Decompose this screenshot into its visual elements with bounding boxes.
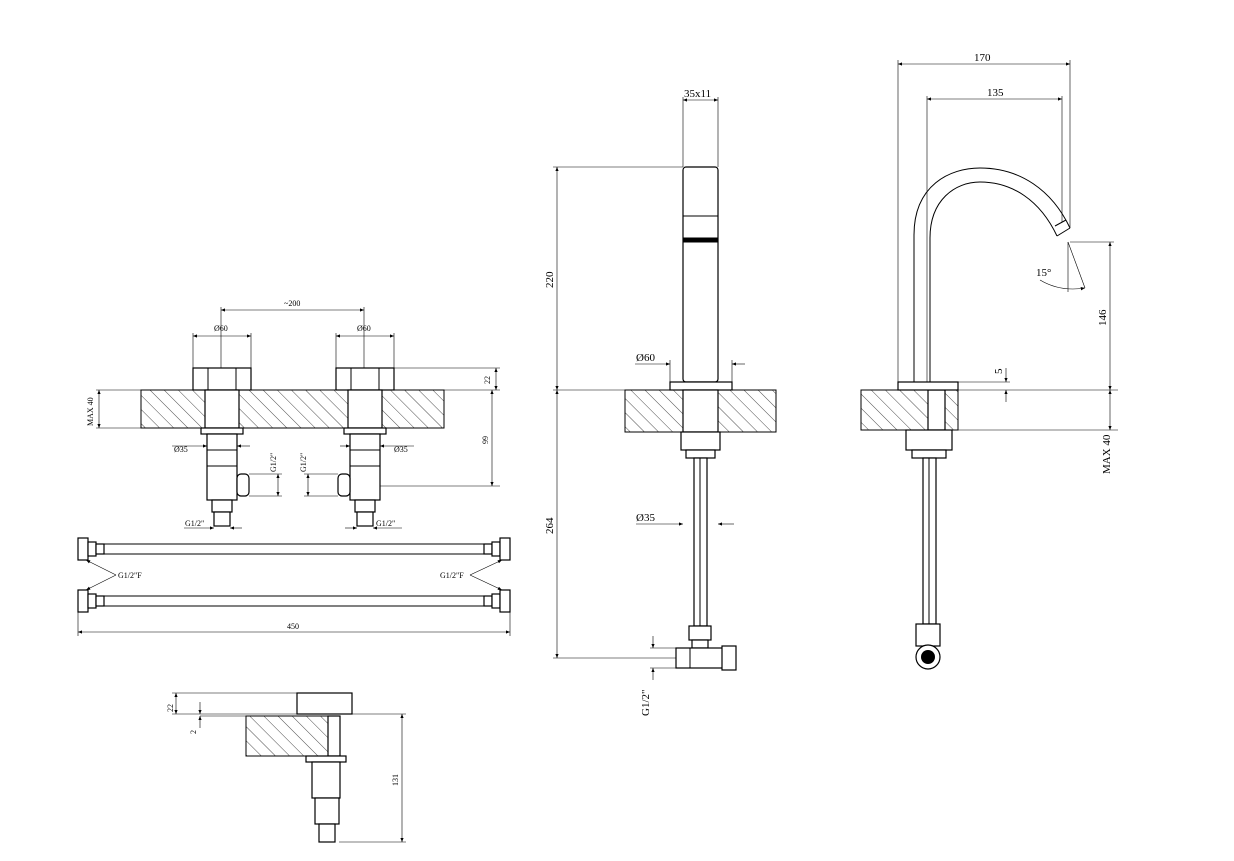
- countertop-side: [245, 715, 329, 757]
- dim-dia60-right: Ø60: [357, 324, 371, 333]
- dim-99: 99: [481, 436, 490, 444]
- dim-arc-5: 5: [993, 368, 1005, 374]
- dim-g12-vert-left: G1/2": [269, 453, 278, 472]
- dim-arc-15deg: 15°: [1036, 267, 1051, 279]
- countertop-left: [140, 389, 445, 429]
- dim-spout-264: 264: [544, 517, 556, 534]
- dim-g12-bottom-right: G1/2": [376, 519, 395, 528]
- label-hose-g12f-right: G1/2"F: [440, 571, 464, 580]
- valve-left: [192, 367, 252, 527]
- dim-dia60-left: Ø60: [214, 324, 228, 333]
- dim-g12-vert-right: G1/2": [299, 453, 308, 472]
- dim-arc-170: 170: [974, 52, 991, 64]
- dim-g12-bottom-left: G1/2": [185, 519, 204, 528]
- dim-spout-g12: G1/2": [640, 690, 652, 717]
- dim-hose-450: 450: [287, 622, 299, 631]
- spout-front-view: 35x11 220 Ø60 264 Ø35 G1/2": [544, 88, 777, 717]
- dim-arc-max40: MAX 40: [1101, 434, 1113, 474]
- dim-side-22: 22: [166, 704, 175, 712]
- label-hose-g12f-left: G1/2"F: [118, 571, 142, 580]
- dim-spout-220: 220: [544, 271, 556, 288]
- dim-arc-146: 146: [1097, 309, 1109, 326]
- dim-spacing-200: ~200: [284, 299, 300, 308]
- spout-side-view: 170 135 15° 146 5 MAX 40: [860, 52, 1118, 670]
- valve-right: [335, 367, 395, 527]
- dim-spout-dia60: Ø60: [636, 352, 655, 364]
- dim-side-131: 131: [391, 774, 400, 786]
- handle-side-view: 22 2 131: [166, 692, 406, 843]
- handles-front-view: MAX 40: [86, 299, 500, 530]
- dim-arc-135: 135: [987, 87, 1004, 99]
- flexible-hoses: G1/2"F G1/2"F 450: [77, 537, 511, 636]
- dim-spout-35x11: 35x11: [684, 88, 711, 100]
- dim-dia35-left: Ø35: [174, 445, 188, 454]
- dim-dia35-right: Ø35: [394, 445, 408, 454]
- dim-spout-dia35: Ø35: [636, 512, 655, 524]
- dim-max40-left: MAX 40: [86, 397, 95, 426]
- dim-side-2: 2: [189, 730, 198, 734]
- dim-22-left: 22: [483, 376, 492, 384]
